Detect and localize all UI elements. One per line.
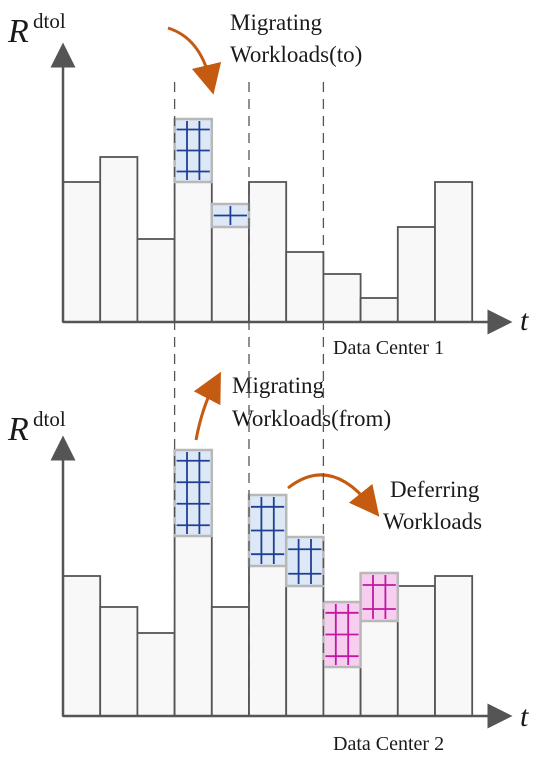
dc2-bar-10 [396, 585, 436, 717]
dc2-bar-3 [136, 632, 176, 717]
dc1-migrated-in-blocks [173, 117, 251, 229]
dc2-y-axis-label: R [7, 411, 29, 448]
dc2-deferring-line2: Workloads [383, 509, 482, 534]
dc2-outgoing-block-4 [322, 600, 362, 669]
dc1-bar-10 [396, 226, 436, 323]
dc2-outgoing-block-3 [284, 535, 325, 588]
dc1-caption: Data Center 1 [333, 337, 444, 359]
dc2-deferring-arrow [287, 473, 380, 517]
data-center-1-panel: R dtol t Data Center 1 Migrating Workloa… [7, 9, 529, 359]
dc1-migrating-in-arrow [167, 26, 222, 95]
dc1-bar-4 [173, 181, 213, 323]
dc2-annotation-line2: Workloads(from) [232, 406, 391, 431]
dc1-incoming-block-2 [210, 202, 251, 229]
dc1-incoming-block-1 [173, 117, 214, 184]
dc2-migrating-out-arrow [193, 371, 221, 441]
dc1-bar-8 [322, 273, 362, 323]
dc2-bar-11 [434, 575, 474, 717]
dc1-bar-11 [434, 181, 474, 323]
dc1-y-axis-superscript: dtol [33, 9, 66, 33]
dc1-bar-1 [62, 181, 102, 323]
dc2-deferring-line1: Deferring [390, 477, 480, 502]
dc1-bar-6 [248, 181, 288, 323]
dc2-bar-8 [322, 666, 362, 717]
dc2-deferred-block-1 [359, 571, 400, 623]
dc1-x-axis-label: t [520, 304, 529, 337]
dc1-y-axis-label: R [7, 13, 29, 50]
dc1-bar-5 [210, 226, 250, 323]
dc1-bars [62, 156, 474, 323]
dc2-bar-1 [62, 575, 102, 717]
dc2-y-axis-superscript: dtol [33, 407, 66, 431]
dc2-outgoing-block-1 [173, 448, 214, 538]
dc1-bar-3 [136, 238, 176, 323]
dc2-caption: Data Center 2 [333, 733, 444, 755]
dc1-annotation-line2: Workloads(to) [230, 42, 362, 67]
dc2-annotation-line1: Migrating [232, 373, 324, 398]
dc1-bar-2 [99, 156, 139, 323]
time-guide-lines [173, 82, 325, 716]
dc2-x-axis-label: t [520, 700, 529, 733]
dc2-bar-2 [99, 606, 139, 717]
dc2-outgoing-block-2 [247, 493, 288, 568]
dc1-annotation-line1: Migrating [230, 10, 322, 35]
dc1-bar-7 [285, 251, 325, 323]
dc1-bar-9 [359, 297, 399, 323]
dc2-bar-5 [210, 606, 250, 717]
dc2-bar-9 [359, 620, 399, 717]
dc2-workload-blocks [173, 448, 400, 669]
data-center-2-panel: R dtol t Data Center 2 Migrating Workloa… [7, 371, 529, 755]
